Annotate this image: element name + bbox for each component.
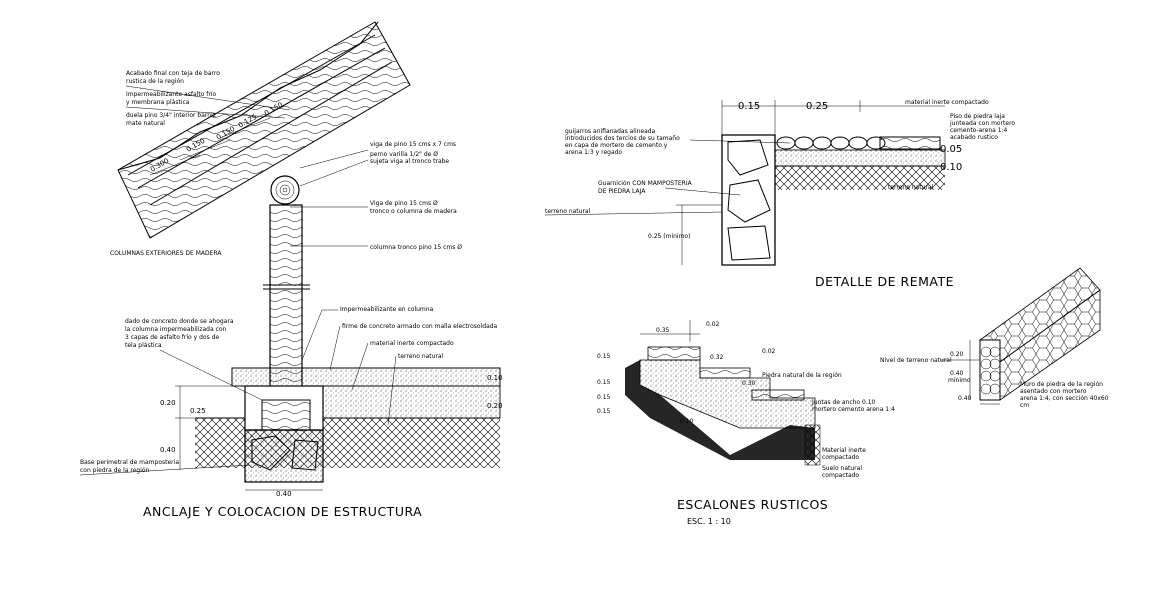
- label-base-2: con piedra de la región: [80, 467, 150, 474]
- label-dado-4: tela plástica: [125, 342, 162, 349]
- roof-section: 0.300 0.150 0.150 0.125 0.150: [117, 21, 411, 239]
- label-inerte-2: compactado: [822, 454, 859, 461]
- dim-esc-015-c: 0.15: [597, 394, 611, 401]
- dim-remate-015: 0.15: [738, 101, 760, 112]
- natural-soil: [195, 418, 500, 468]
- dim-remate-025: 0.25: [806, 101, 828, 112]
- stair-concrete-edge: [615, 345, 815, 460]
- label-suelo-1: Suelo natural: [822, 465, 862, 472]
- label-impermeabilizante-1: Impermeabilizante asfalto frío: [126, 91, 217, 98]
- guijarros-row: [776, 136, 886, 150]
- label-duela-1: duela pino 3/4" interior barniz: [126, 112, 216, 119]
- dim-remate-010: 0.10: [940, 162, 962, 173]
- dim-esc-032: 0.32: [710, 354, 724, 361]
- anclaje-detail: 0.300 0.150 0.150 0.125 0.150 Acabado fi…: [79, 21, 503, 519]
- escalones-detail: 0.02 0.35 0.32 0.02 0.30 0.15 0.15 0.15 …: [597, 320, 895, 526]
- dim-gavion-040b: 0.40: [958, 395, 972, 402]
- label-suelo-2: compactado: [822, 472, 859, 479]
- label-juntas-1: Juntas de ancho 0.10: [811, 399, 876, 406]
- label-guijarros-2: introducidos dos tercios de su tamaño: [565, 135, 680, 142]
- label-impermeabilizante-columna: Impermeabilizante en columna: [340, 306, 434, 313]
- remate-soil: [775, 166, 945, 190]
- label-terreno-natural: terreno natural: [398, 353, 444, 360]
- label-duela-2: mate natural: [126, 120, 165, 127]
- label-viga-pino: viga de pino 15 cms x 7 cms: [370, 141, 456, 148]
- dim-020-b: 0.20: [487, 402, 503, 410]
- label-columnas-exteriores: COLUMNAS EXTERIORES DE MADERA: [110, 250, 222, 257]
- label-perno-1: perno varilla 1/2" de Ø: [370, 151, 438, 158]
- label-dado-3: 3 capas de asfalto frío y dos de: [125, 334, 219, 341]
- label-viga-tronco-2: tronco o columna de madera: [370, 208, 457, 215]
- label-perno-2: sujeta viga al tronco trabe: [370, 158, 449, 165]
- piedra-laja-floor: [879, 136, 941, 150]
- label-nivel-terreno: Nivel de terreno natural: [880, 357, 952, 364]
- label-muro-4: cm: [1020, 402, 1029, 409]
- label-piedra-natural: Piedra natural de la región: [762, 372, 842, 379]
- dim-040-a: 0.40: [160, 446, 176, 454]
- gavion-detail: Nivel de terreno natural 0.20 0.40 mínim…: [880, 267, 1109, 409]
- label-acabado-2: rustica de la región: [126, 78, 184, 85]
- label-muro-2: asentado con mortero: [1020, 388, 1087, 395]
- label-viga-tronco-1: Viga de pino 15 cms Ø: [370, 200, 438, 207]
- gabion-front: [979, 339, 1001, 401]
- remate-inert-layer: [774, 149, 946, 167]
- inert-fill: [319, 385, 501, 419]
- label-terreno-natural-b: terreno natural: [888, 184, 934, 191]
- step-stone-1: [647, 346, 701, 361]
- label-juntas-2: mortero cemento arena 1:4: [812, 406, 895, 413]
- label-dado-1: dado de concreto donde se ahogara: [125, 318, 234, 325]
- label-dado-2: la columna impermeabilizada con: [125, 326, 227, 333]
- label-remate-material: material inerte compactado: [905, 99, 989, 106]
- dim-esc-015-b: 0.15: [597, 379, 611, 386]
- label-columna-tronco: columna tronco pino 15 cms Ø: [370, 244, 462, 251]
- dim-esc-010: 0.10: [680, 418, 694, 425]
- dim-gavion-minimo: mínimo: [948, 377, 971, 384]
- dim-020-a: 0.20: [160, 399, 176, 407]
- label-acabado-1: Acabado final con teja de barro: [126, 70, 220, 77]
- label-muro-1: Muro de piedra de la región: [1020, 381, 1103, 388]
- dim-010: 0.10: [487, 374, 503, 382]
- label-guijarros-1: guijarros aniflanadas alineada: [565, 128, 656, 135]
- remate-title: DETALLE DE REMATE: [815, 274, 954, 289]
- dim-esc-030: 0.30: [742, 380, 756, 387]
- label-base-1: Base perimetral de mamposteria: [80, 459, 179, 466]
- label-guarnicion-1: Guarnición CON MAMPOSTERIA: [598, 180, 693, 187]
- log-beam-section: [270, 175, 300, 205]
- dim-gavion-020: 0.20: [950, 351, 964, 358]
- step-stone-3: [751, 389, 805, 401]
- label-piso-4: acabado rustico: [950, 134, 998, 141]
- step-stone-2: [699, 367, 751, 379]
- dim-esc-002: 0.02: [706, 321, 720, 328]
- label-firme: firme de concreto armado con malla elect…: [342, 323, 498, 330]
- label-guijarros-4: arena 1:3 y regado: [565, 149, 622, 156]
- concrete-slab: [231, 367, 501, 387]
- label-piso-3: cemento-arena 1:4: [950, 127, 1008, 134]
- label-impermeabilizante-2: y membrana plástica: [126, 99, 190, 106]
- label-guarnicion-2: DE PIEDRA LAJA: [598, 188, 646, 195]
- anclaje-title: ANCLAJE Y COLOCACION DE ESTRUCTURA: [143, 504, 422, 519]
- label-piso-2: junteada con mortero: [949, 120, 1015, 127]
- dim-025: 0.25: [190, 407, 206, 415]
- label-terreno-natural-a: terreno natural: [545, 208, 591, 215]
- dim-esc-015-a: 0.15: [597, 353, 611, 360]
- dim-remate-005: 0.05: [940, 144, 962, 155]
- dim-040-b: 0.40: [276, 490, 292, 498]
- label-inerte-1: Material inerte: [822, 447, 866, 454]
- label-guijarros-3: en capa de mortero de cemento y: [565, 142, 668, 149]
- dim-gavion-040: 0.40: [950, 370, 964, 377]
- label-piso-1: Piso de piedra laja: [950, 113, 1005, 120]
- escalones-scale: ESC. 1 : 10: [687, 517, 731, 526]
- label-minimo: 0.25 (minimo): [648, 233, 690, 240]
- escalones-title: ESCALONES RUSTICOS: [677, 497, 828, 512]
- dim-esc-015-d: 0.15: [597, 408, 611, 415]
- remate-detail: 0.15 0.25 material inerte compactado Pis…: [544, 99, 1015, 289]
- dim-esc-035: 0.35: [656, 327, 670, 334]
- label-muro-3: arena 1:4, con sección 40x60: [1020, 395, 1109, 402]
- dim-esc-002b: 0.02: [762, 348, 776, 355]
- column-embed: [261, 399, 311, 431]
- label-material-inerte: material inerte compactado: [370, 340, 454, 347]
